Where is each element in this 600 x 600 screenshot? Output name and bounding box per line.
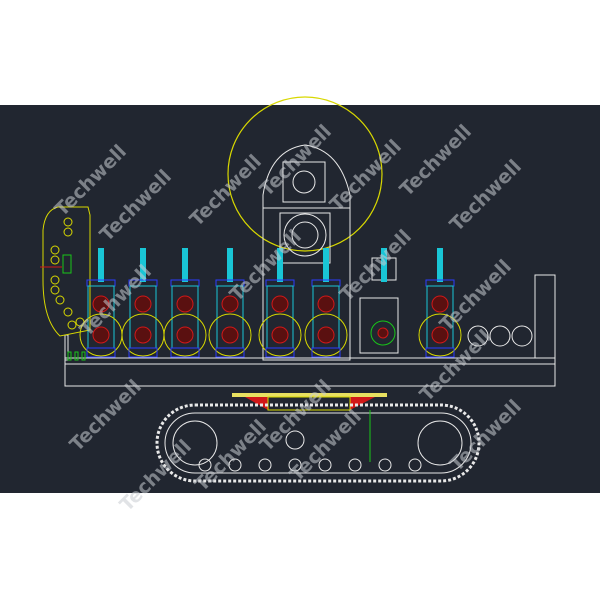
adjusting-screw xyxy=(98,248,104,282)
upper-roll xyxy=(317,295,335,313)
track-roller xyxy=(258,458,272,472)
idler-wheel xyxy=(172,420,218,466)
lower-roll xyxy=(92,326,110,344)
adjusting-screw xyxy=(381,248,387,282)
watermark-text: Techwell xyxy=(186,151,266,231)
adjusting-screw xyxy=(182,248,188,282)
forming-stand xyxy=(121,248,165,358)
track-roller xyxy=(408,458,422,472)
adjusting-screw xyxy=(437,248,443,282)
guide-roller xyxy=(55,295,65,305)
large-coil-circle xyxy=(227,96,383,252)
guide-marker xyxy=(62,254,72,274)
tower-gearbox xyxy=(282,161,326,203)
mounting-platform xyxy=(232,393,387,397)
track-hub xyxy=(285,430,305,450)
lower-roll xyxy=(431,326,449,344)
stand-base xyxy=(128,347,158,358)
upper-roll xyxy=(431,295,449,313)
upper-roll xyxy=(176,295,194,313)
track-roller xyxy=(348,458,362,472)
guide-roller xyxy=(63,217,73,227)
lower-roll xyxy=(271,326,289,344)
exit-roller xyxy=(511,325,533,347)
guide-roller xyxy=(67,320,77,330)
stand-base xyxy=(265,347,295,358)
forming-stand xyxy=(418,248,462,358)
roll-circle xyxy=(163,313,207,357)
lower-roll xyxy=(377,327,389,339)
lower-roll xyxy=(134,326,152,344)
upper-roll xyxy=(134,295,152,313)
guide-roller xyxy=(63,307,73,317)
upper-roll xyxy=(92,295,110,313)
stand-base xyxy=(86,347,116,358)
adjusting-screw xyxy=(227,248,233,282)
guide-roller xyxy=(50,285,60,295)
exit-roller xyxy=(489,325,511,347)
watermark-text: Techwell xyxy=(326,136,406,216)
tower-motor-outer xyxy=(283,213,327,257)
adjusting-screw xyxy=(277,248,283,282)
tower-motor-housing xyxy=(279,212,331,264)
tower-body xyxy=(262,207,351,361)
bolt-marker xyxy=(67,351,72,361)
watermark-text: Techwell xyxy=(226,226,306,306)
tower-head xyxy=(262,144,351,209)
forming-stand xyxy=(208,248,252,358)
roll-circle xyxy=(418,313,462,357)
lower-roll xyxy=(317,326,335,344)
roll-circle xyxy=(208,313,252,357)
forming-stand xyxy=(163,248,207,358)
tower-motor-inner xyxy=(291,221,319,249)
track-roller xyxy=(318,458,332,472)
upper-roll xyxy=(271,295,289,313)
drive-sprocket xyxy=(417,420,463,466)
track-roller xyxy=(198,458,212,472)
guide-roller xyxy=(50,255,60,265)
guide-roller xyxy=(50,245,60,255)
forming-stand xyxy=(79,248,123,358)
gearbox-shaft xyxy=(292,170,316,194)
watermark-text: Techwell xyxy=(436,256,516,336)
watermark-text: Techwell xyxy=(396,121,476,201)
track-roller xyxy=(288,458,302,472)
watermark-text: Techwell xyxy=(191,416,271,496)
bolt-marker xyxy=(74,351,79,361)
lower-roll xyxy=(176,326,194,344)
forming-stand xyxy=(258,248,302,358)
adjusting-screw xyxy=(323,248,329,282)
stand-base xyxy=(215,347,245,358)
exit-roller xyxy=(467,325,489,347)
forming-stand xyxy=(304,248,348,358)
lower-roll xyxy=(221,326,239,344)
guide-roller xyxy=(50,275,60,285)
watermark-text: Techwell xyxy=(416,326,496,406)
guide-roller xyxy=(63,227,73,237)
track-roller xyxy=(378,458,392,472)
bolt-marker xyxy=(81,351,86,361)
track-inner xyxy=(164,412,472,474)
entry-guide-plate xyxy=(42,206,91,337)
roll-circle xyxy=(258,313,302,357)
drive-gearbox xyxy=(359,297,399,354)
stand-base xyxy=(425,347,455,358)
gearbox-gear xyxy=(370,320,396,346)
watermark-text: Techwell xyxy=(66,376,146,456)
upper-roll xyxy=(221,295,239,313)
crawler-track xyxy=(155,403,481,483)
track-roller xyxy=(228,458,242,472)
roll-circle xyxy=(304,313,348,357)
stand-base xyxy=(311,347,341,358)
watermark-text: Techwell xyxy=(116,436,196,516)
exit-post xyxy=(534,274,556,359)
stand-base xyxy=(170,347,200,358)
machine-base-frame xyxy=(64,357,556,387)
adjusting-screw xyxy=(140,248,146,282)
watermark-text: Techwell xyxy=(446,156,526,236)
